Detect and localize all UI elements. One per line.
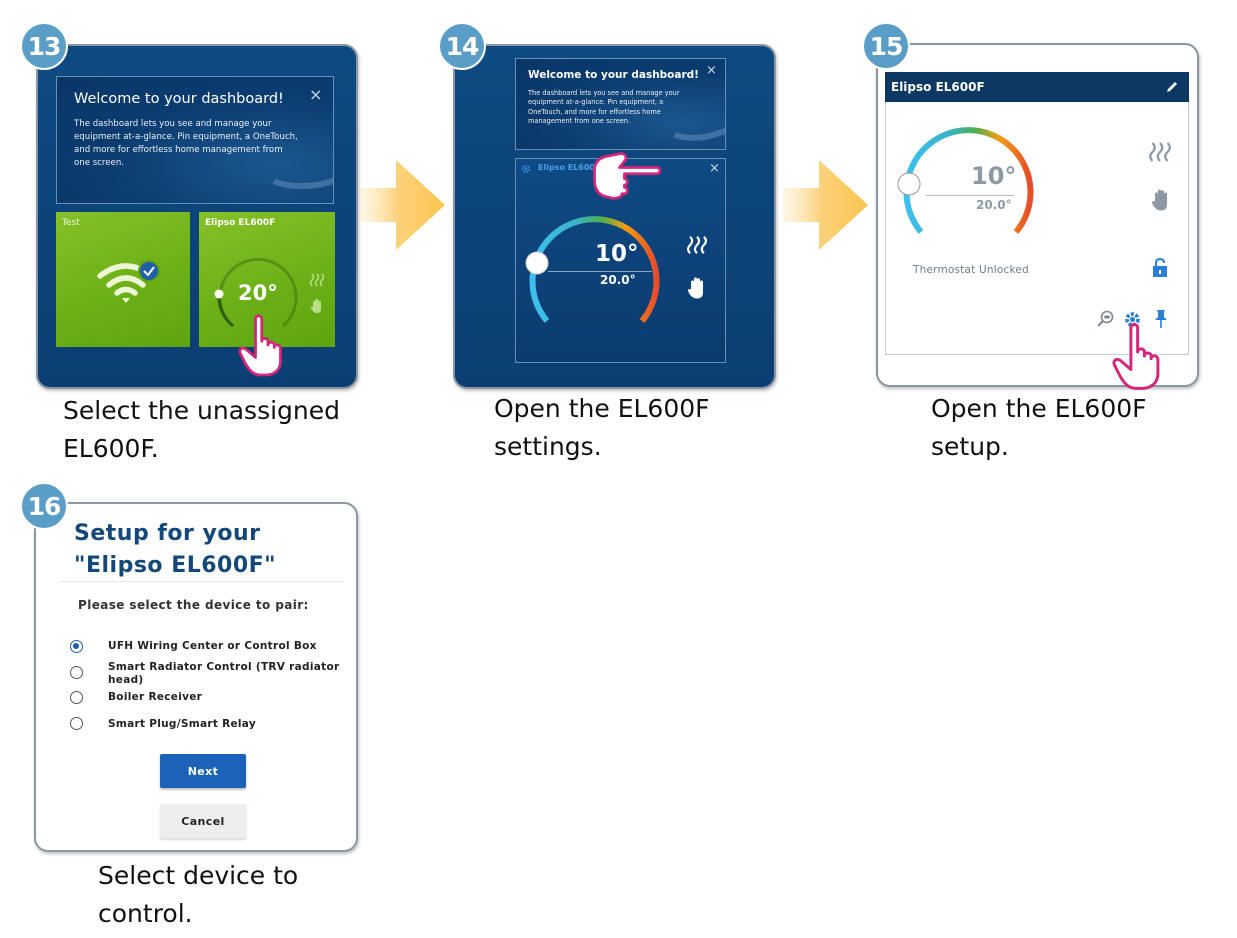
title-line: Setup for your xyxy=(74,521,261,546)
divider xyxy=(60,581,344,582)
dialog-title: Setup for your "Elipso EL600F" xyxy=(74,518,276,582)
caption-line: Open the EL600F xyxy=(931,394,1147,423)
divider xyxy=(926,195,1014,196)
step-badge: 16 xyxy=(20,482,68,530)
set-temperature: 20.0° xyxy=(976,198,1012,212)
set-temperature: 20.0° xyxy=(600,273,636,287)
caption-line: control. xyxy=(98,899,193,928)
hand-icon xyxy=(1152,189,1167,211)
radio-smart-plug-relay[interactable] xyxy=(70,717,83,730)
heat-icon xyxy=(309,273,325,287)
welcome-banner: Welcome to your dashboard! The dashboard… xyxy=(515,58,726,150)
tile-name: Test xyxy=(62,218,80,228)
tile-test[interactable]: Test xyxy=(56,212,190,347)
option-label: Smart Plug/Smart Relay xyxy=(108,718,257,730)
device-name-link[interactable]: Elipso EL600F xyxy=(538,163,601,172)
search-eye-icon[interactable] xyxy=(1096,310,1114,328)
unlock-icon[interactable] xyxy=(1152,258,1168,278)
hand-icon xyxy=(688,277,703,299)
gear-icon[interactable] xyxy=(521,164,531,174)
pencil-icon[interactable] xyxy=(1165,80,1179,94)
caption-line: Select device to xyxy=(98,861,299,890)
card-title: Elipso EL600F xyxy=(891,80,985,94)
title-line: "Elipso EL600F" xyxy=(74,553,277,578)
close-icon[interactable]: × xyxy=(709,161,720,176)
divider xyxy=(548,271,652,272)
current-temperature: 10° xyxy=(971,162,1017,190)
option-label: UFH Wiring Center or Control Box xyxy=(108,640,317,652)
welcome-title: Welcome to your dashboard! xyxy=(74,91,284,107)
tile-temperature: 20° xyxy=(238,281,278,305)
check-icon xyxy=(138,260,160,282)
radio-ufh-wiring-center[interactable] xyxy=(70,640,83,653)
radio-smart-radiator-control[interactable] xyxy=(70,666,83,679)
step-caption: Select device to control. xyxy=(98,857,298,933)
option-label: Boiler Receiver xyxy=(108,691,203,703)
option-label: Smart Radiator Control (TRV radiator hea… xyxy=(108,661,340,686)
temperature-dial[interactable] xyxy=(522,203,672,333)
pointer-hand-icon xyxy=(592,150,662,200)
hand-icon xyxy=(311,299,321,313)
pointer-hand-icon xyxy=(1112,320,1166,392)
step-caption: Open the EL600F settings. xyxy=(494,390,710,466)
heat-icon xyxy=(1149,142,1171,162)
temperature-dial[interactable] xyxy=(211,248,301,338)
step-caption: Open the EL600F setup. xyxy=(931,390,1147,466)
dialog-subtitle: Please select the device to pair: xyxy=(78,598,309,612)
current-temperature: 10° xyxy=(595,241,639,267)
caption-line: setup. xyxy=(931,432,1009,461)
card-header: Elipso EL600F xyxy=(885,72,1189,102)
caption-line: settings. xyxy=(494,432,602,461)
arrow-right-icon xyxy=(360,160,445,250)
step-badge: 13 xyxy=(20,22,68,70)
welcome-body: The dashboard lets you see and manage yo… xyxy=(74,119,298,168)
caption-line: Select the unassigned xyxy=(63,396,341,425)
arrow-right-icon xyxy=(783,160,868,250)
radio-boiler-receiver[interactable] xyxy=(70,691,83,704)
pointer-hand-icon xyxy=(238,312,288,378)
temperature-dial[interactable] xyxy=(896,114,1046,244)
caption-line: Open the EL600F xyxy=(494,394,710,423)
cancel-button[interactable]: Cancel xyxy=(160,804,246,838)
lock-status-text: Thermostat Unlocked xyxy=(913,264,1029,276)
gear-icon[interactable] xyxy=(1124,311,1141,328)
tile-elipso-el600f[interactable]: Elipso EL600F 20° xyxy=(199,212,335,347)
welcome-title: Welcome to your dashboard! xyxy=(528,69,699,81)
heat-icon xyxy=(687,236,707,254)
setup-dialog xyxy=(34,502,358,852)
welcome-banner: Welcome to your dashboard! The dashboard… xyxy=(56,76,334,204)
close-icon[interactable]: × xyxy=(706,63,717,78)
step-caption: Select the unassigned EL600F. xyxy=(63,392,340,468)
card-body: 10° 20.0° Thermostat Unlocked xyxy=(885,102,1189,355)
tile-name: Elipso EL600F xyxy=(205,218,276,228)
caption-line: EL600F. xyxy=(63,434,159,463)
step-badge: 15 xyxy=(862,22,910,70)
next-button[interactable]: Next xyxy=(160,754,246,788)
pin-icon[interactable] xyxy=(1154,309,1168,329)
step-badge: 14 xyxy=(438,22,486,70)
close-icon[interactable]: × xyxy=(309,85,323,104)
welcome-body: The dashboard lets you see and manage yo… xyxy=(528,89,680,126)
